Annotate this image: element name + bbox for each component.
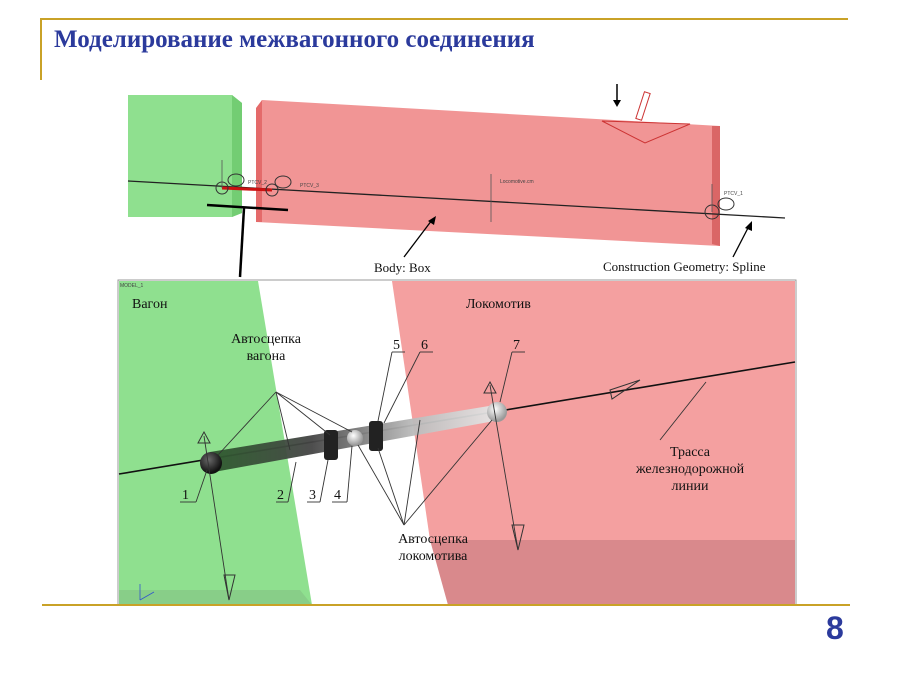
top-coupler-loco [265, 183, 279, 197]
label-wagon-coupler-1: Автосцепка [231, 332, 302, 347]
label-loco-coupler-2: локомотива [399, 549, 469, 564]
label-loco-coupler-1: Автосцепка [398, 532, 469, 547]
gravity-wedge [601, 120, 691, 144]
coupler-joint [347, 430, 363, 446]
slide-title: Моделирование межвагонного соединения [54, 26, 535, 53]
bottom-locomotive-body [392, 281, 795, 540]
top-wagon-box [128, 95, 242, 217]
label-num-5: 5 [393, 338, 400, 353]
label-wagon: Вагон [132, 297, 168, 312]
label-track-1: Трасса [670, 445, 711, 460]
label-track-2: железнодорожной [635, 462, 745, 477]
label-num-1: 1 [182, 488, 189, 503]
page-number: 8 [826, 610, 844, 646]
section-connector [238, 207, 246, 278]
top-coupler-bar [221, 186, 273, 192]
bottom-rule [42, 604, 850, 606]
model-label: MODEL_1 [120, 283, 144, 289]
marker-ptcv2: PTCV_2 [248, 180, 267, 186]
marker-ptcv1: PTCV_1 [724, 191, 743, 197]
top-view: Locomotive.cm PTCV_2 PTCV_3 PTCV_1 Body:… [127, 84, 786, 278]
body-callout-arrow [403, 219, 433, 258]
label-num-4: 4 [334, 488, 341, 503]
callout-spline: Construction Geometry: Spline [603, 259, 766, 274]
section-line [206, 203, 289, 212]
label-num-2: 2 [277, 488, 284, 503]
label-num-6: 6 [421, 338, 428, 353]
label-num-3: 3 [309, 488, 316, 503]
ball-joint-wagon [200, 452, 222, 474]
top-locomotive-box [256, 100, 720, 246]
label-num-7: 7 [513, 338, 520, 353]
label-wagon-coupler-2: вагона [247, 349, 287, 364]
bottom-view: MODEL_1 Вагон Локомотив Автосцепка вагон… [117, 279, 797, 606]
marker-ptcv3: PTCV_3 [300, 183, 319, 189]
locomotive-cm-label: Locomotive.cm [500, 179, 534, 185]
label-track-3: линии [672, 479, 709, 494]
coupler-head-wagon [324, 430, 338, 460]
callout-body-box: Body: Box [374, 260, 431, 275]
ball-joint-loco [487, 402, 507, 422]
left-rule [40, 18, 42, 80]
bottom-wagon-body [119, 281, 312, 605]
coupler-head-loco [369, 421, 383, 451]
spline-callout-arrow [732, 225, 750, 258]
top-rule [40, 18, 848, 20]
label-locomotive: Локомотив [466, 297, 531, 312]
